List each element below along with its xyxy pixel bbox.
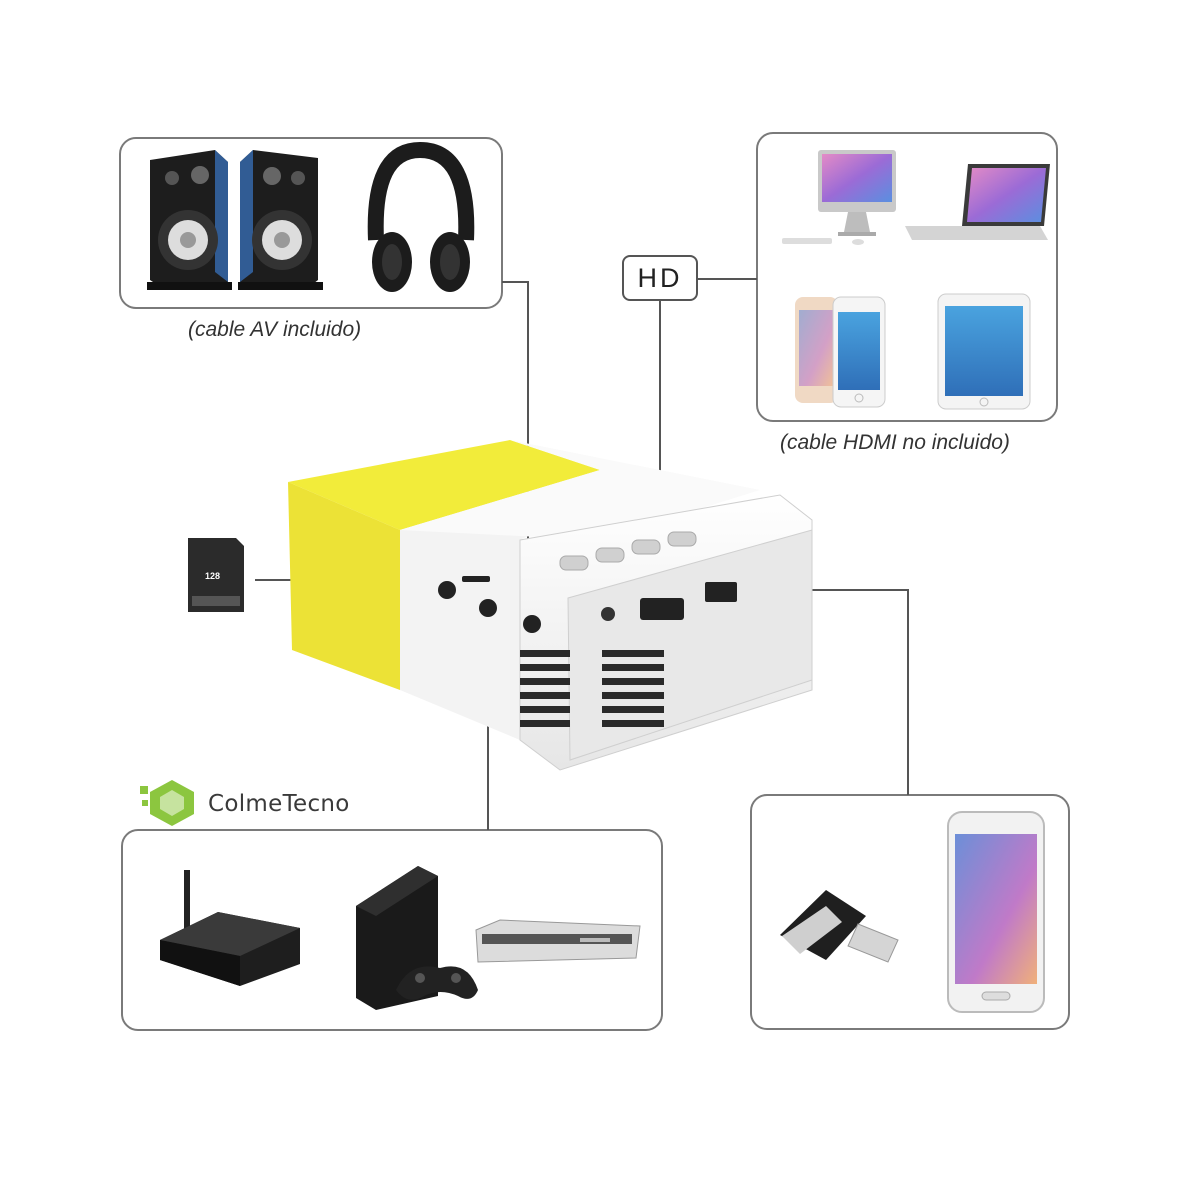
sd-card-icon <box>188 538 244 612</box>
hd-label: HD <box>622 255 698 301</box>
game-console-icon <box>356 866 478 1010</box>
iphone-icon <box>795 296 886 408</box>
speakers-icon <box>147 150 323 290</box>
hdmi-cable-caption: (cable HDMI no incluido) <box>780 431 1010 454</box>
brand-logo: ColmeTecno <box>138 774 428 834</box>
headphones-icon <box>367 141 475 292</box>
mini-projector <box>288 440 813 771</box>
smartphone-icon <box>947 811 1045 1013</box>
tv-box-icon <box>160 870 300 986</box>
sd-card-label: 128 <box>205 571 221 581</box>
usb-drive-icon <box>780 890 899 963</box>
dvd-player-icon <box>475 919 641 963</box>
brand-name: ColmeTecno <box>208 791 350 817</box>
av-cable-caption: (cable AV incluido) <box>188 318 362 341</box>
ipad-icon <box>937 293 1031 410</box>
colmetecno-logo-icon <box>140 780 194 826</box>
laptop-icon <box>905 164 1050 240</box>
imac-icon <box>782 150 896 245</box>
